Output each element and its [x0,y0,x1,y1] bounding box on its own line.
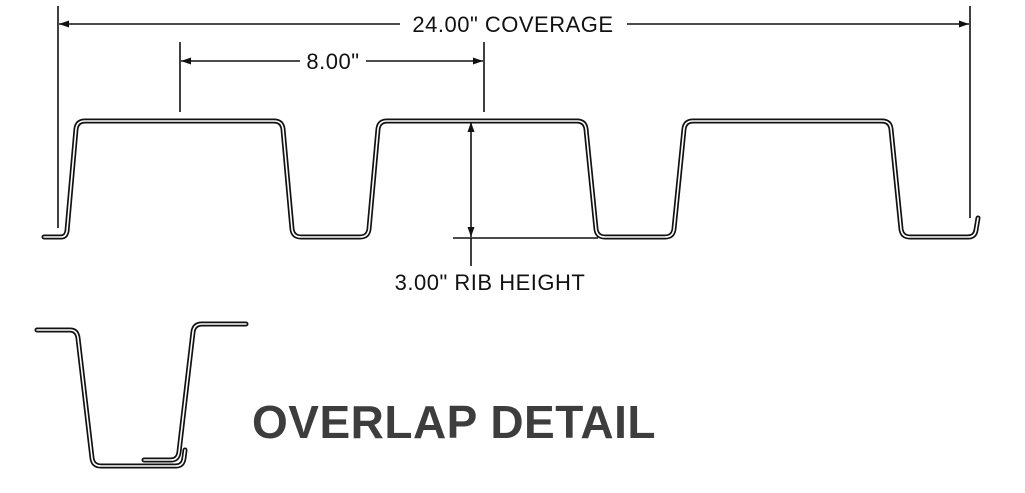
overlap-upper-sheet [141,321,249,463]
spacing-label: 8.00" [306,49,359,74]
coverage-label: 24.00" COVERAGE [412,12,613,37]
overlap-lower-sheet [34,327,188,469]
overlap-detail: OVERLAP DETAIL [34,321,656,469]
deck-profile [41,118,981,240]
deck-profile-outline [41,118,981,240]
overlap-upper-sheet-highlight [143,323,247,461]
overlap-lower-sheet-highlight [36,329,186,467]
rib-height-dimension: 3.00" RIB HEIGHT [395,122,586,295]
rib-height-label: 3.00" RIB HEIGHT [395,270,586,295]
spacing-dimension: 8.00" [181,49,483,74]
overlap-detail-title: OVERLAP DETAIL [252,396,656,448]
coverage-dimension: 24.00" COVERAGE [59,12,969,37]
deck-profile-outline-highlight [43,120,979,238]
